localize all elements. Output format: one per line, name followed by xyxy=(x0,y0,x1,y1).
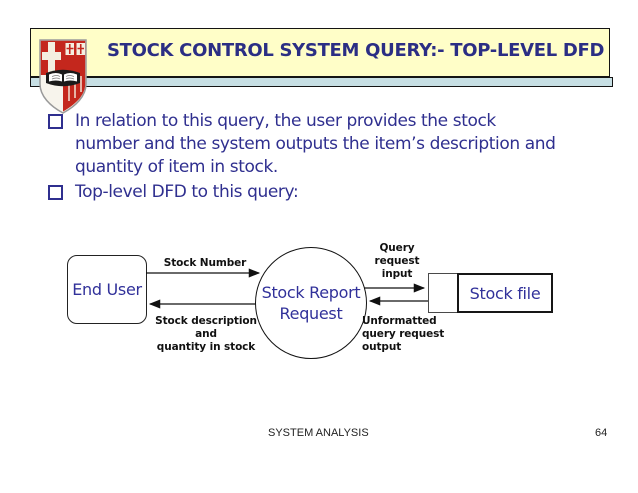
process-label-line2: Request xyxy=(279,304,343,323)
bullet-square-icon xyxy=(48,185,63,200)
bullet-1-line-3: quantity of item in stock. xyxy=(75,157,278,177)
flow-label-query-request-input: Query request input xyxy=(374,242,420,280)
page-number: 64 xyxy=(595,427,608,439)
bullet-item-2: Top-level DFD to this query: xyxy=(48,181,299,204)
stock-file-datastore-node: Stock file xyxy=(428,273,553,313)
flow-label-unformatted-query-output: Unformatted query request output xyxy=(362,315,445,353)
bullet-2-line-1: Top-level DFD to this query: xyxy=(75,182,299,202)
flow-label-stock-description: Stock description and quantity in stock xyxy=(155,315,257,353)
stock-file-label: Stock file xyxy=(469,283,541,303)
end-user-label: End User xyxy=(72,280,142,299)
stock-file-datastore-inner: Stock file xyxy=(457,273,553,313)
process-label-line1: Stock Report xyxy=(261,283,361,302)
title-bar xyxy=(30,28,610,77)
bullet-item-1: In relation to this query, the user prov… xyxy=(48,110,556,179)
university-crest-icon xyxy=(39,39,87,114)
bullet-square-icon xyxy=(48,114,63,129)
stock-report-request-process-node: Stock Report Request xyxy=(255,247,367,359)
page-title: STOCK CONTROL SYSTEM QUERY:- TOP-LEVEL D… xyxy=(107,40,605,61)
bullet-1-line-1: In relation to this query, the user prov… xyxy=(75,111,496,131)
end-user-node: End User xyxy=(67,255,147,324)
flow-label-stock-number: Stock Number xyxy=(163,257,247,269)
footer-label: SYSTEM ANALYSIS xyxy=(268,427,369,439)
bullet-1-line-2: number and the system outputs the item’s… xyxy=(75,134,556,154)
header-band xyxy=(30,77,613,87)
